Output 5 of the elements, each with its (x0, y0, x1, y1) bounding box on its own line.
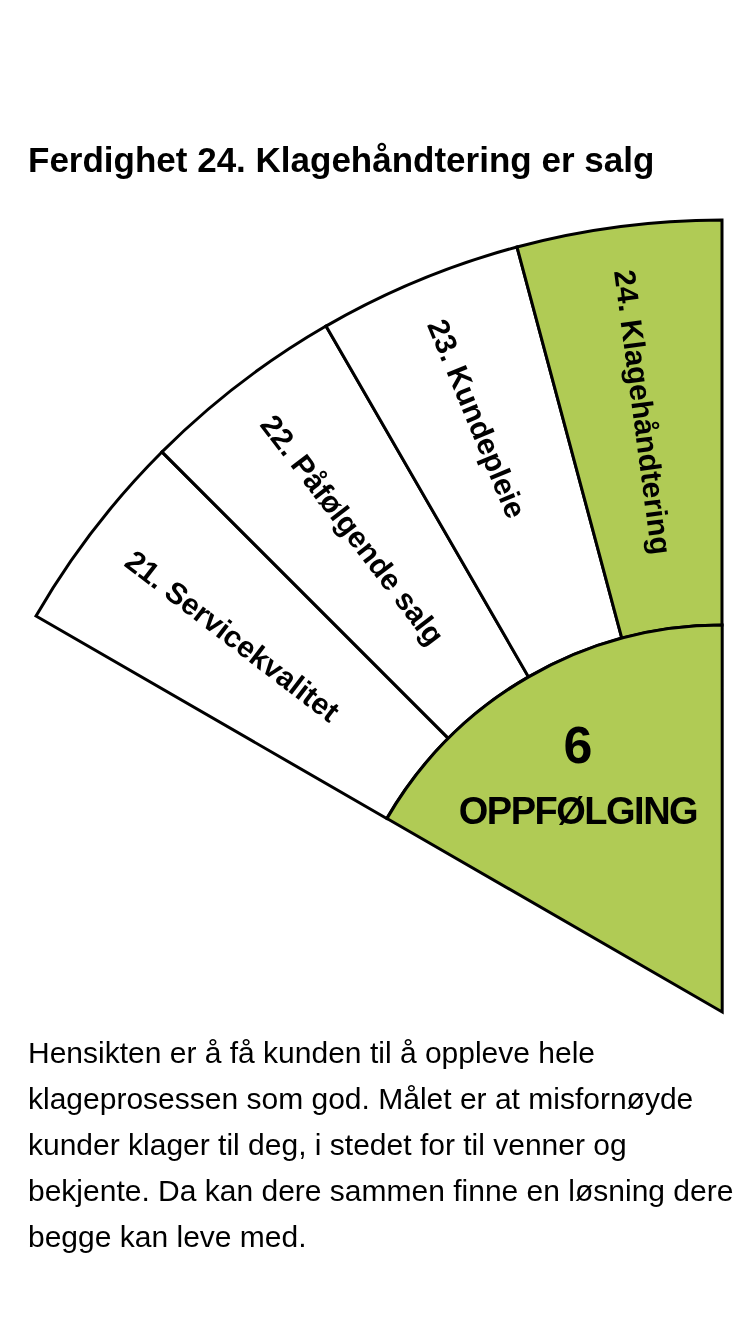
section-number: 6 (563, 715, 593, 775)
section-title: OPPFØLGING (458, 790, 698, 833)
segment-label: 24. Klagehåndtering (607, 268, 680, 557)
title: Ferdighet 24. Klagehåndtering er salg (28, 140, 655, 180)
caption: Hensikten er å få kunden til å oppleve hele klageprosessen som god. Målet er at misfornøyde kunder klager til deg, i stedet for til venner og bekjente. Da kan dere sammen finne en løsning dere begge kan leve med. (28, 1035, 735, 1255)
